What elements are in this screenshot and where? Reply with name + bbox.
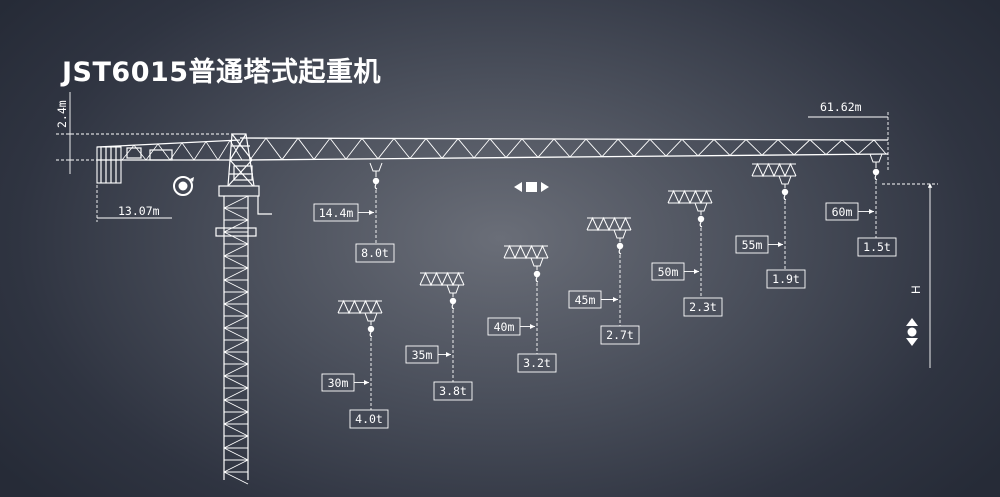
load-entry: 60m 1.5t — [825, 153, 897, 257]
radius-label: 45m — [575, 293, 596, 307]
radius-label: 55m — [742, 238, 763, 252]
jib-tip-sketch — [337, 299, 383, 322]
radius-label: 14.4m — [319, 206, 354, 220]
hook-icon — [449, 293, 457, 310]
rotate-icon — [173, 176, 194, 196]
main-jib — [239, 137, 889, 161]
dim-max-radius — [808, 112, 889, 170]
hook-icon — [616, 238, 624, 255]
page-title: JST6015普通塔式起重机 — [62, 57, 382, 88]
load-entry: 55m 1.9t — [735, 162, 806, 289]
counter-jib — [96, 139, 243, 184]
trolley-travel-icon — [514, 182, 549, 192]
load-label: 2.3t — [689, 300, 717, 314]
hook-icon — [781, 184, 789, 201]
load-entry: 30m 4.0t — [321, 299, 389, 429]
radius-label: 50m — [658, 265, 679, 279]
load-label: 1.5t — [863, 240, 891, 254]
hook-icon — [372, 171, 380, 190]
load-label: 1.9t — [772, 272, 800, 286]
tower-mast — [223, 195, 249, 485]
tower-head — [215, 133, 272, 237]
load-entry: 40m 3.2t — [487, 244, 557, 373]
load-label: 3.8t — [439, 384, 467, 398]
dim-top-height-label: 2.4m — [55, 100, 69, 128]
hoist-updown-icon — [906, 318, 918, 346]
load-label: 8.0t — [361, 246, 389, 260]
jib-tip-sketch — [586, 216, 632, 239]
load-label: 2.7t — [606, 328, 634, 342]
dim-counter-jib — [96, 185, 172, 222]
dim-top-height — [56, 92, 240, 174]
radius-label: 30m — [328, 376, 349, 390]
jib-tip-sketch — [667, 189, 713, 212]
load-entry: 14.4m 8.0t — [313, 162, 395, 263]
radius-label: 40m — [494, 320, 515, 334]
radius-label: 60m — [832, 205, 853, 219]
load-entry: 35m 3.8t — [405, 271, 473, 401]
hook-icon — [533, 266, 541, 283]
load-entry: 45m 2.7t — [568, 216, 640, 345]
dim-max-radius-label: 61.62m — [820, 100, 862, 114]
jib-tip-sketch — [751, 162, 797, 185]
load-label: 3.2t — [523, 356, 551, 370]
jib-tip-sketch — [419, 271, 465, 294]
jib-tip-sketch — [503, 244, 549, 267]
dim-hook-height-label: H — [909, 285, 923, 294]
load-chart: 14.4m 8.0t 30m 4.0t 35m 3.8t 40m 3.2t 45m 2.7t 50m… — [313, 153, 897, 429]
hook-icon — [367, 321, 375, 338]
load-label: 4.0t — [355, 412, 383, 426]
dim-counter-jib-label: 13.07m — [118, 204, 160, 218]
load-entry: 50m 2.3t — [651, 189, 723, 317]
radius-label: 35m — [412, 348, 433, 362]
dim-hook-height — [882, 183, 938, 368]
hook-icon — [872, 162, 880, 181]
hook-icon — [697, 211, 705, 228]
